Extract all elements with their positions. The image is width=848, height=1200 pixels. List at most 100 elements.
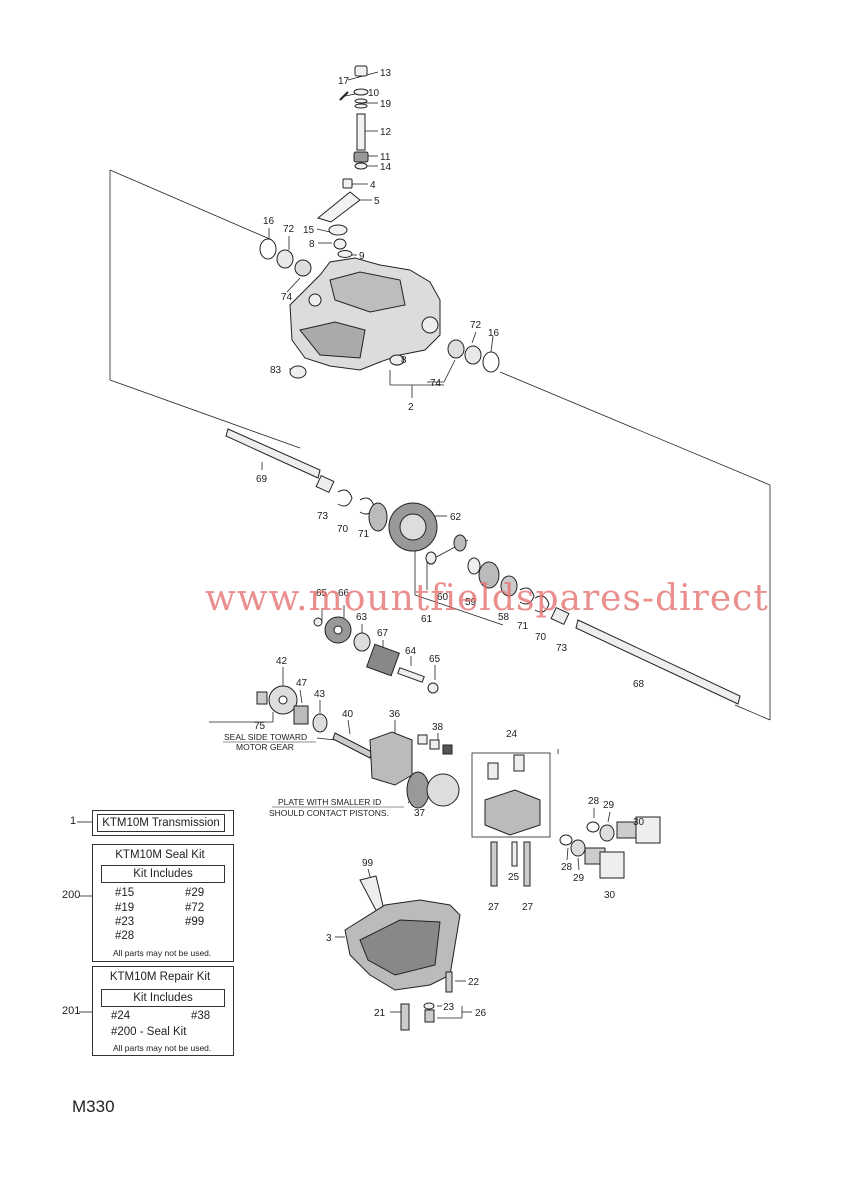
callout-15: 15 xyxy=(303,225,315,236)
callout-28-top: 28 xyxy=(588,796,600,807)
seal-kit-item: #23 xyxy=(115,916,135,928)
callout-24: 24 xyxy=(506,729,518,740)
callout-65-top: 65 xyxy=(316,588,328,599)
callout-58: 58 xyxy=(498,612,510,623)
callout-11: 11 xyxy=(380,152,391,163)
callout-65-bottom: 65 xyxy=(429,654,441,665)
callout-83: 83 xyxy=(270,365,282,376)
seal-kit-item: #29 xyxy=(185,887,205,899)
seal-kit-item: #72 xyxy=(185,902,205,914)
repair-kit-ref: 201 xyxy=(62,1005,81,1017)
callout-47: 47 xyxy=(296,678,308,689)
callout-70-right: 70 xyxy=(535,632,547,643)
plate-note-line2: SHOULD CONTACT PISTONS. xyxy=(269,808,389,818)
seal-kit-ref: 200 xyxy=(62,889,81,901)
callout-61: 61 xyxy=(421,614,433,625)
seal-kit-item: #99 xyxy=(185,916,205,928)
seal-kit-box: KTM10M Seal Kit Kit Includes #15 #29 #19… xyxy=(92,844,234,962)
callout-10: 10 xyxy=(368,88,380,99)
callout-5: 5 xyxy=(374,196,380,207)
callout-8-bottom: 8 xyxy=(401,355,407,366)
main-housing xyxy=(259,238,500,379)
callout-43: 43 xyxy=(314,689,326,700)
transmission-title: KTM10M Transmission xyxy=(97,814,225,832)
differential-gears xyxy=(337,489,550,613)
callout-69: 69 xyxy=(256,474,268,485)
callout-68: 68 xyxy=(633,679,645,690)
seal-kit-item: #15 xyxy=(115,887,135,899)
callout-21: 21 xyxy=(374,1008,386,1019)
seal-note-line2: MOTOR GEAR xyxy=(236,742,294,752)
callout-63: 63 xyxy=(356,612,368,623)
callout-16-right: 16 xyxy=(488,328,500,339)
callout-74-right: 74 xyxy=(430,378,442,389)
repair-kit-item: #200 - Seal Kit xyxy=(111,1026,187,1038)
callout-40: 40 xyxy=(342,709,354,720)
axle-shafts xyxy=(225,428,741,705)
seal-kit-title: KTM10M Seal Kit xyxy=(115,849,205,861)
callout-36: 36 xyxy=(389,709,401,720)
callout-66: 66 xyxy=(338,588,350,599)
callout-12: 12 xyxy=(380,127,392,138)
cylinder-block-parts xyxy=(369,731,661,887)
callout-72-left: 72 xyxy=(283,224,295,235)
callout-9: 9 xyxy=(359,251,365,262)
callout-73-right: 73 xyxy=(556,643,568,654)
repair-kit-title: KTM10M Repair Kit xyxy=(109,971,211,983)
callout-30-bottom: 30 xyxy=(604,890,616,901)
seal-kit-footnote: All parts may not be used. xyxy=(113,948,212,958)
callout-30-top: 30 xyxy=(633,817,645,828)
repair-kit-item: #24 xyxy=(111,1010,131,1022)
callout-29-bottom: 29 xyxy=(573,873,585,884)
callout-38: 38 xyxy=(432,722,444,733)
seal-kit-item: #28 xyxy=(115,930,135,942)
callout-19: 19 xyxy=(380,99,392,110)
lower-case-parts xyxy=(344,875,461,1031)
callout-74-left: 74 xyxy=(281,292,293,303)
callout-59: 59 xyxy=(465,597,477,608)
callout-37: 37 xyxy=(414,808,426,819)
seal-note-line1: SEAL SIDE TOWARD xyxy=(224,732,307,742)
callout-70-left: 70 xyxy=(337,524,349,535)
motor-gear-parts xyxy=(256,616,439,759)
callout-62: 62 xyxy=(450,512,462,523)
plate-note-line1: PLATE WITH SMALLER ID xyxy=(278,797,381,807)
repair-kit-includes-label: Kit Includes xyxy=(101,989,225,1007)
seal-kit-includes-label: Kit Includes xyxy=(101,865,225,883)
callout-42: 42 xyxy=(276,656,288,667)
callout-72-right: 72 xyxy=(470,320,482,331)
callout-23: 23 xyxy=(443,1002,455,1013)
callout-4: 4 xyxy=(370,180,376,191)
callout-60: 60 xyxy=(437,592,449,603)
callout-67: 67 xyxy=(377,628,389,639)
callout-75: 75 xyxy=(254,721,266,732)
callout-14: 14 xyxy=(380,162,392,173)
callout-71-left: 71 xyxy=(358,529,370,540)
callout-22: 22 xyxy=(468,977,480,988)
transmission-box: KTM10M Transmission xyxy=(92,810,234,836)
callout-27-right: 27 xyxy=(522,902,534,913)
callout-99: 99 xyxy=(362,858,374,869)
page-code: M330 xyxy=(72,1097,115,1116)
watermark-text: www.mountfieldspares-direct xyxy=(205,578,769,619)
control-shaft-parts xyxy=(316,65,369,258)
callout-71-right: 71 xyxy=(517,621,529,632)
repair-kit-box: KTM10M Repair Kit Kit Includes #24 #38 #… xyxy=(92,966,234,1056)
callout-64: 64 xyxy=(405,646,417,657)
seal-kit-item: #19 xyxy=(115,902,135,914)
callout-26: 26 xyxy=(475,1008,487,1019)
callout-17: 17 xyxy=(338,76,350,87)
callout-16-left: 16 xyxy=(263,216,275,227)
callout-8-top: 8 xyxy=(309,239,315,250)
callout-73-left: 73 xyxy=(317,511,329,522)
callout-28-bottom: 28 xyxy=(561,862,573,873)
repair-kit-item: #38 xyxy=(191,1010,211,1022)
callout-25: 25 xyxy=(508,872,520,883)
repair-kit-footnote: All parts may not be used. xyxy=(113,1043,212,1053)
callout-2: 2 xyxy=(408,402,414,413)
transmission-ref: 1 xyxy=(70,815,77,827)
callout-3: 3 xyxy=(326,933,332,944)
callout-27-left: 27 xyxy=(488,902,500,913)
callout-13: 13 xyxy=(380,68,392,79)
